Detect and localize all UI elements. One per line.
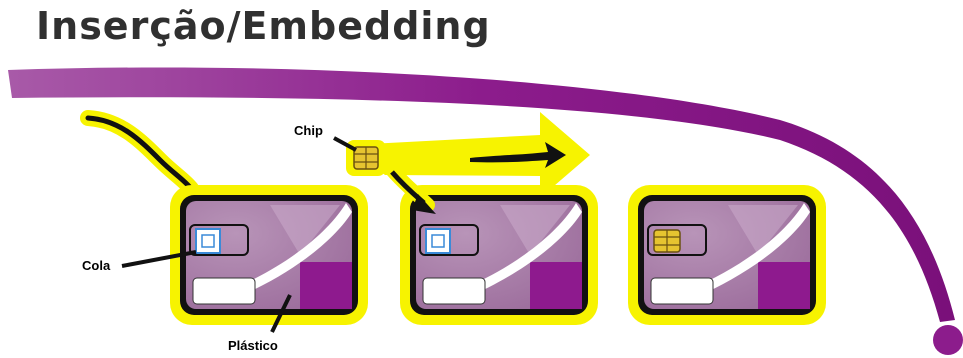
plastic-leader: [270, 294, 292, 333]
chip-label: Chip: [294, 123, 323, 138]
card-3: [628, 185, 826, 325]
page-title: Inserção/Embedding: [36, 4, 491, 48]
card-1: [170, 185, 368, 325]
plastic-label: Plástico: [228, 338, 278, 353]
chip-leader: [333, 136, 357, 152]
arc-end-dot: [933, 325, 963, 355]
process-arc: [8, 67, 955, 322]
transfer-arrow: [350, 112, 590, 198]
glue-leader: [121, 250, 197, 268]
card-2: [400, 185, 598, 325]
chip-module: [346, 140, 386, 176]
glue-label: Cola: [82, 258, 111, 273]
insertion-arrow: [385, 163, 436, 214]
